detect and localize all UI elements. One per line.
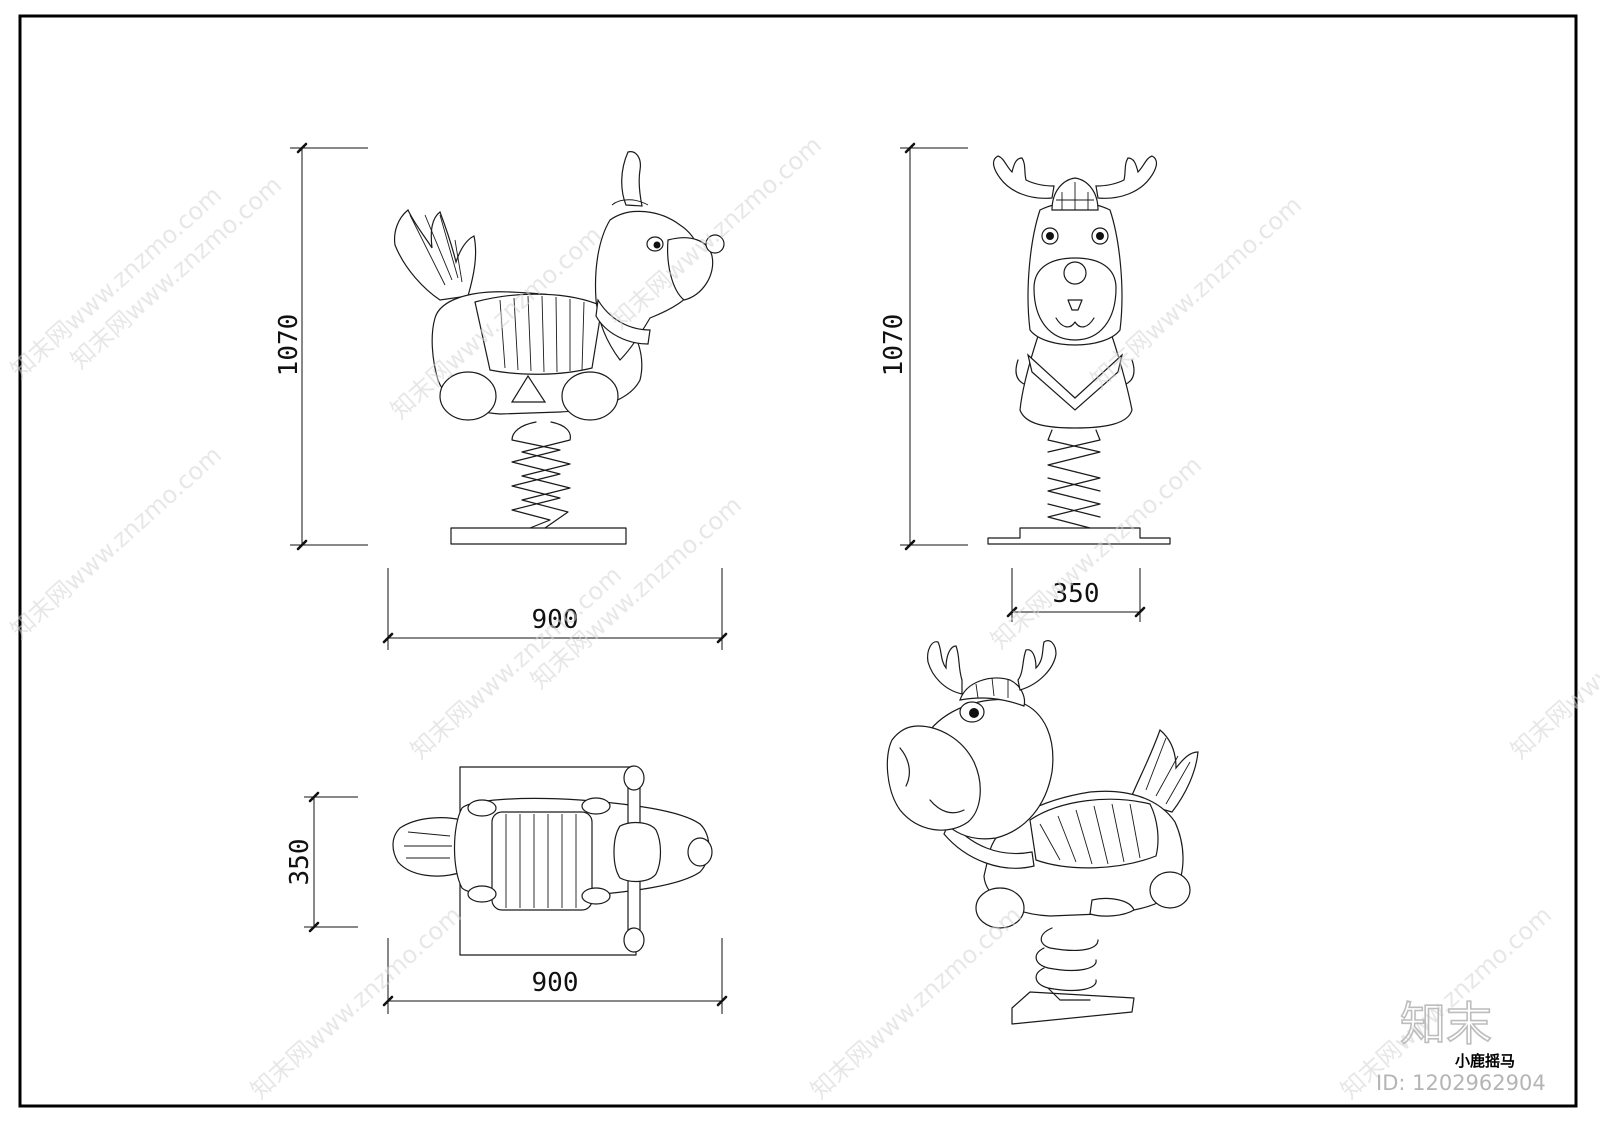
- front-right-antler: [1095, 155, 1158, 199]
- side-width-label: 900: [532, 605, 579, 635]
- plan-snout: [687, 837, 713, 867]
- front-left-antler: [992, 155, 1055, 199]
- watermark-layer: 知末网www.znzmo.com 知末网www.znzmo.com 知末网www…: [5, 131, 1600, 1105]
- persp-base: [1011, 991, 1135, 1025]
- side-height-label: 1070: [274, 314, 304, 377]
- front-height-dimension: 1070: [879, 142, 968, 551]
- side-footrest: [510, 374, 547, 403]
- svg-text:知末网www.znzmo.com: 知末网www.znzmo.com: [985, 451, 1207, 655]
- side-collar: [595, 298, 651, 345]
- persp-tail: [1129, 728, 1199, 813]
- persp-left-antler: [927, 641, 963, 695]
- side-spring-back: [521, 421, 571, 529]
- front-elevation: [987, 155, 1171, 545]
- front-spring: [1047, 429, 1101, 529]
- front-height-label: 1070: [879, 314, 909, 377]
- side-base-plate: [450, 527, 627, 545]
- plan-head: [613, 821, 662, 883]
- persp-footrest: [1089, 897, 1135, 917]
- plan-saddle: [491, 811, 593, 911]
- side-front-leg: [561, 371, 619, 421]
- svg-text:知末网www.znzmo.com: 知末网www.znzmo.com: [65, 171, 287, 375]
- image-id-label: ID: 1202962904: [1376, 1071, 1546, 1095]
- drawing-border: [18, 14, 1578, 1108]
- side-antler-handle: [621, 151, 643, 207]
- brand-logo: 知末: [1400, 997, 1492, 1051]
- svg-text:知末网www.znzmo.com: 知末网www.znzmo.com: [5, 181, 227, 385]
- svg-text:知末网www.znzmo.com: 知末网www.znzmo.com: [525, 491, 747, 695]
- plan-depth-dimension: 350: [285, 791, 358, 933]
- svg-text:知末网www.znzmo.com: 知末网www.znzmo.com: [405, 561, 627, 765]
- side-tail: [393, 209, 477, 301]
- plan-view: [392, 765, 713, 956]
- plan-tail: [392, 817, 463, 877]
- drawing-caption: 小鹿摇马: [1455, 1052, 1515, 1070]
- persp-saddle: [1029, 798, 1159, 869]
- svg-text:知末网www.znzmo.com: 知末网www.znzmo.com: [5, 441, 227, 645]
- side-nose-bump: [705, 234, 725, 254]
- side-height-dimension: 1070: [274, 142, 368, 551]
- svg-text:知末网www.znzmo.com: 知末网www.znzmo.com: [245, 901, 467, 1105]
- front-muzzle: [1033, 257, 1117, 341]
- perspective-view: [886, 640, 1199, 1025]
- side-elevation: [393, 151, 725, 545]
- persp-rear-leg: [1149, 871, 1191, 909]
- persp-front-leg: [975, 887, 1025, 929]
- plan-width-label: 900: [532, 968, 579, 998]
- svg-text:知末网www.znzmo.com: 知末网www.znzmo.com: [805, 901, 1027, 1105]
- front-width-label: 350: [1053, 579, 1100, 609]
- persp-collar: [943, 818, 1035, 869]
- front-nose: [1063, 261, 1087, 285]
- plan-depth-label: 350: [285, 839, 315, 886]
- svg-text:知末网www.znzmo.com: 知末网www.znzmo.com: [1505, 561, 1600, 765]
- persp-snout: [886, 725, 981, 831]
- front-body: [1019, 329, 1133, 429]
- side-rear-leg: [439, 371, 497, 421]
- plan-width-dimension: 900: [382, 938, 728, 1014]
- front-base: [987, 527, 1171, 545]
- side-width-dimension: 900: [382, 568, 728, 650]
- persp-right-antler: [1017, 640, 1057, 691]
- side-snout: [667, 237, 714, 301]
- front-width-dimension: 350: [1006, 568, 1146, 622]
- persp-spring: [1035, 927, 1099, 1001]
- side-spring: [511, 421, 561, 529]
- front-chest-collar: [1026, 353, 1124, 411]
